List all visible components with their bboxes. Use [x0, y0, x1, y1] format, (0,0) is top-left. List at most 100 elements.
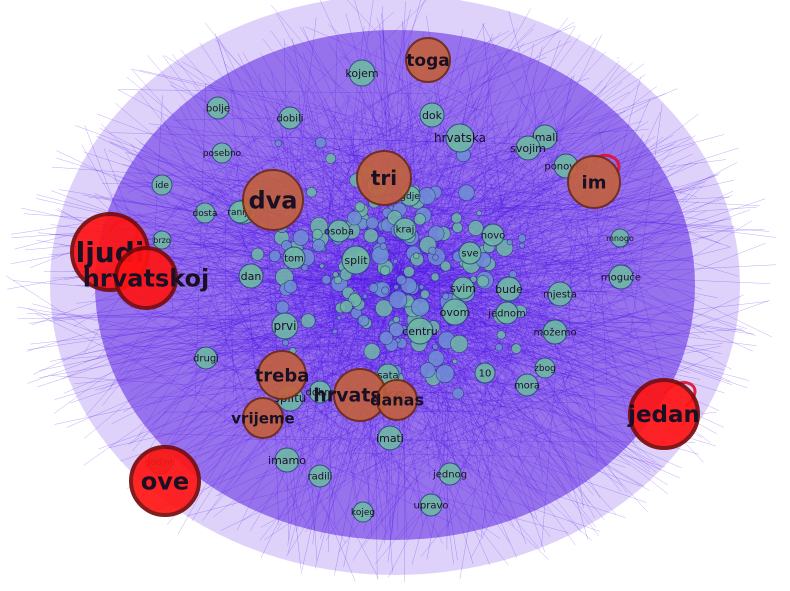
graph-node — [442, 292, 450, 300]
graph-node — [380, 265, 391, 276]
node-mo-emo: možemo — [533, 319, 577, 345]
node-label: danas — [370, 391, 424, 410]
node-label: jednog — [432, 470, 467, 481]
node-mnogo: mnogo — [606, 228, 634, 248]
graph-node — [403, 265, 415, 278]
node-dobili: dobili — [276, 106, 304, 130]
node-label: tri — [371, 166, 397, 190]
graph-node — [450, 334, 469, 353]
graph-node — [319, 263, 325, 269]
graph-node — [506, 239, 513, 246]
graph-node — [311, 228, 323, 240]
node-dva: dva — [242, 169, 304, 231]
node-circle — [356, 150, 412, 206]
node-circle — [458, 241, 482, 265]
graph-node — [251, 247, 265, 261]
node-mjesta: mjesta — [543, 281, 577, 307]
graph-node — [375, 299, 393, 318]
node-circle — [278, 106, 302, 130]
node-label: imali — [532, 131, 559, 144]
graph-node — [354, 201, 365, 212]
node-ten: 10 — [474, 362, 496, 384]
node-circle — [628, 378, 700, 450]
node-label: ovom — [440, 306, 471, 319]
node-circle — [194, 202, 216, 224]
node-hrvatskoj: hrvatskoj — [83, 246, 209, 310]
graph-node — [339, 300, 353, 314]
node-label: toga — [406, 51, 449, 71]
node-circle — [274, 447, 300, 473]
node-circle — [405, 37, 451, 83]
node-label: imamo — [268, 454, 306, 467]
node-danas: danas — [370, 379, 424, 421]
graph-node — [315, 136, 327, 149]
graph-node — [452, 358, 458, 365]
graph-node — [363, 228, 379, 244]
node-circle — [376, 379, 418, 421]
graph-node — [336, 315, 342, 321]
node-circle — [282, 246, 306, 270]
graph-node — [432, 254, 439, 261]
node-label: ponovno — [544, 162, 587, 173]
node-label: brzo — [153, 236, 171, 245]
node-label: ranije — [227, 208, 253, 218]
node-label: zbog — [534, 364, 556, 374]
graph-node — [283, 279, 298, 294]
node-circle — [534, 357, 556, 379]
node-label: dobro — [306, 388, 335, 399]
node-posebno: posebno — [203, 142, 242, 164]
graph-node — [276, 300, 290, 314]
node-kojem: kojem — [345, 59, 379, 87]
node-circle — [451, 276, 475, 300]
node-label: sve — [461, 249, 478, 260]
graph-node — [392, 315, 400, 323]
graph-node — [452, 387, 464, 400]
graph-node — [332, 328, 338, 335]
node-circle — [610, 228, 630, 248]
node-circle — [151, 174, 173, 196]
labeled-nodes: godinekojemdokhrvatskaimalisvojimponovno… — [70, 37, 700, 523]
node-circle — [211, 142, 233, 164]
graph-node — [282, 339, 289, 347]
node-label: hrvatska — [434, 131, 486, 145]
graph-node — [458, 184, 475, 201]
node-treba: treba — [255, 350, 310, 400]
graph-node — [292, 229, 310, 246]
graph-node — [496, 330, 506, 340]
graph-node — [517, 234, 527, 243]
node-label: kraj — [396, 225, 415, 236]
node-label: mjesta — [543, 290, 577, 301]
graph-node — [363, 343, 381, 360]
node-dosta: dosta — [193, 202, 217, 224]
node-circle — [271, 312, 299, 340]
node-label: treba — [255, 365, 310, 386]
node-label: dok — [422, 109, 443, 122]
node-hrvatska: hrvatska — [434, 123, 486, 153]
graph-node — [428, 350, 445, 367]
graph-node — [368, 283, 379, 293]
node-im: im — [567, 155, 621, 209]
node-label: kojeg — [351, 508, 375, 518]
node-mora: mora — [514, 373, 540, 397]
graph-node — [494, 343, 503, 352]
node-label: radili — [308, 472, 333, 483]
node-prvi: prvi — [271, 312, 299, 340]
graph-node — [418, 187, 436, 205]
graph-node — [476, 210, 482, 216]
graph-node — [321, 274, 332, 285]
graph-node — [392, 258, 398, 264]
node-osoba: osoba — [324, 219, 354, 243]
node-circle — [567, 155, 621, 209]
node-label: sata — [377, 371, 398, 382]
node-jednom: jednom — [487, 301, 526, 325]
node-label: mora — [514, 381, 540, 392]
node-label: ide — [155, 181, 169, 191]
node-circle — [377, 425, 403, 451]
graph-node — [393, 284, 399, 290]
node-label: split — [344, 254, 368, 267]
graph-node — [381, 286, 390, 295]
node-radili: radili — [308, 464, 333, 488]
graph-node — [419, 362, 436, 379]
graph-node — [332, 271, 339, 278]
